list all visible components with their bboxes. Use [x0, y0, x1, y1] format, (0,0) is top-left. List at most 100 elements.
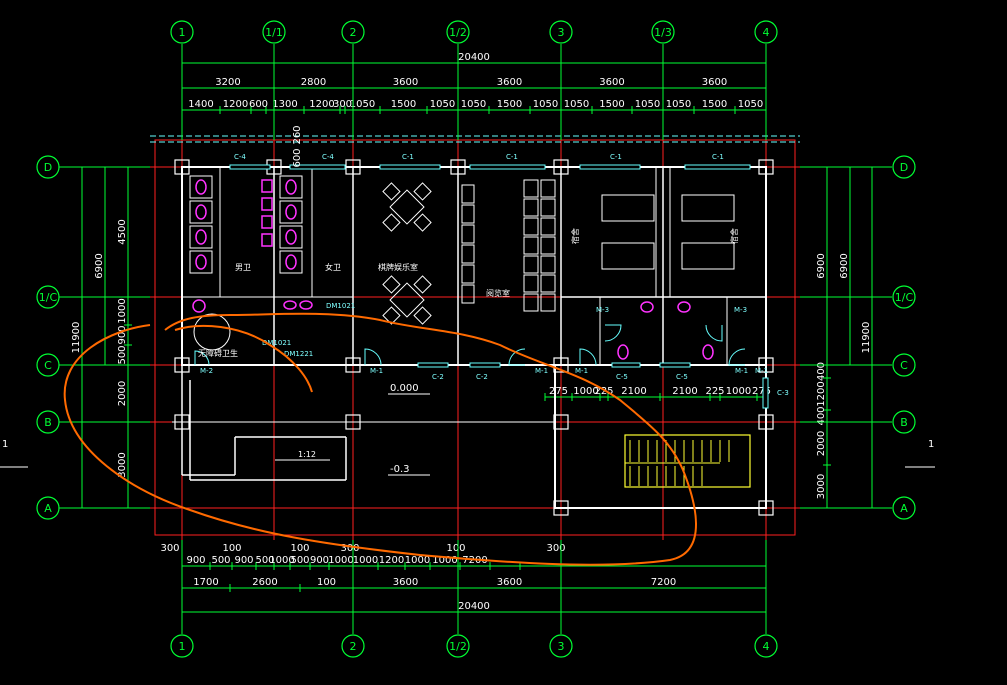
structural-column [174, 159, 190, 175]
structural-column [174, 357, 190, 373]
dim-row1-top-text: 3600 [497, 77, 522, 88]
dim-row2-top-text: 1500 [599, 99, 624, 110]
axis-label-bottom: 3 [558, 640, 565, 653]
dim-mid-row-text: 2100 [672, 386, 697, 397]
dim-right-outer-text: 6900 [839, 253, 850, 278]
dim-260: 260 [292, 125, 303, 144]
window [659, 362, 691, 368]
toilet-fixture [285, 204, 297, 220]
dim-row-b-bottom-text: 1000 [432, 555, 457, 566]
door-label: M-1 [735, 367, 748, 375]
dim-row-b-bottom-text: 1200 [379, 555, 404, 566]
toilet-fixture [617, 344, 629, 360]
axis-label-right: B [900, 416, 908, 429]
toilet-fixture [702, 344, 714, 360]
dim-row-b-bottom-text: 1000 [328, 555, 353, 566]
reading-desk [540, 293, 556, 312]
walls [172, 159, 774, 516]
room-label-male-wc: 男卫 [235, 263, 251, 272]
dim-row2-top-text: 1050 [564, 99, 589, 110]
axis-bubble [36, 496, 60, 520]
axis-label-left: B [44, 416, 52, 429]
window [229, 164, 271, 170]
section-mark-right: 1 [928, 439, 934, 450]
chair [382, 275, 401, 294]
dim-mid-row-text: 2100 [621, 386, 646, 397]
dim-bottom-a-text: 300 [160, 543, 179, 554]
dim-bottom-a-text: 300 [546, 543, 565, 554]
dim-mid-row-text: 1000 [726, 386, 751, 397]
dim-row-b-bottom-text: 500 [211, 555, 230, 566]
toilet-fixture [285, 229, 297, 245]
dim-left-inner-text: 1000 [117, 298, 128, 323]
bed [681, 242, 735, 270]
bookshelf [461, 224, 475, 244]
toilet-fixture [195, 204, 207, 220]
door-label: M-3 [734, 306, 747, 314]
dim-row2-top-text: 1050 [430, 99, 455, 110]
dim-total-bottom-text: 20400 [458, 601, 490, 612]
axis-bubble [549, 20, 573, 44]
axis-bubble [754, 634, 778, 658]
axis-bubble [754, 20, 778, 44]
door-label: M-1 [755, 367, 768, 375]
bookshelf [461, 244, 475, 264]
structural-column [345, 414, 361, 430]
axis-label-right: C [900, 359, 908, 372]
dim-row-b-bottom-text: 7200 [462, 555, 487, 566]
door-label: DM1021 [262, 339, 291, 347]
chair [413, 182, 432, 201]
dim-mid-row-text: 275 [549, 386, 568, 397]
reading-desk [523, 293, 539, 312]
structural-column [345, 357, 361, 373]
reading-desk [523, 198, 539, 217]
dim-row-b-bottom-text: 900 [186, 555, 205, 566]
labels: 男卫女卫棋牌娱乐室阅览室宿舍宿舍无障碍卫生260600DM1021DM1221D… [198, 125, 789, 476]
ramp-label: 1:12 [298, 450, 316, 459]
dim-row2-top-text: 1050 [666, 99, 691, 110]
axis-label-left: 1/C [39, 291, 58, 304]
reading-desk [523, 179, 539, 198]
axis-bubble [36, 155, 60, 179]
door-swing [364, 348, 382, 366]
chair [382, 182, 401, 201]
door-label: M-3 [596, 306, 609, 314]
stall [189, 250, 213, 274]
axis-bubble [651, 20, 675, 44]
axis-label-top: 1/1 [265, 26, 283, 39]
stair-outline [624, 434, 751, 488]
axis-label-top: 2 [350, 26, 357, 39]
door-swing [508, 348, 526, 366]
dim-row-b-bottom-text: 900 [310, 555, 329, 566]
reading-desk [523, 274, 539, 293]
dim-bottom-a-text: 100 [222, 543, 241, 554]
axis-label-left: A [44, 502, 52, 515]
dim-mid-row-text: 1000 [573, 386, 598, 397]
dim-row2-top-text: 1050 [533, 99, 558, 110]
axis-label-top: 1/3 [654, 26, 672, 39]
bed [601, 194, 655, 222]
window [579, 164, 641, 170]
window [611, 362, 641, 368]
dim-row2-top-text: 1500 [497, 99, 522, 110]
door-swing [194, 350, 210, 366]
structural-column [553, 414, 569, 430]
dim-row1-top-text: 2800 [301, 77, 326, 88]
toilet-fixture [285, 179, 297, 195]
structural-column [758, 159, 774, 175]
window [417, 362, 449, 368]
stall [189, 175, 213, 199]
window [762, 377, 769, 409]
orange-annotation [63, 312, 697, 566]
door-swing [604, 324, 622, 342]
window-label: C-4 [234, 153, 246, 161]
room-label-chess: 棋牌娱乐室 [378, 262, 418, 272]
axis-label-top: 4 [763, 26, 770, 39]
section-mark-left: 1 [2, 439, 8, 450]
dim-left-outer-text: 6900 [94, 253, 105, 278]
door-label: M-1 [370, 367, 383, 375]
room-label-dorm-right: 宿舍 [729, 228, 739, 244]
window-label: C-1 [506, 153, 518, 161]
door-label: M-1 [575, 367, 588, 375]
